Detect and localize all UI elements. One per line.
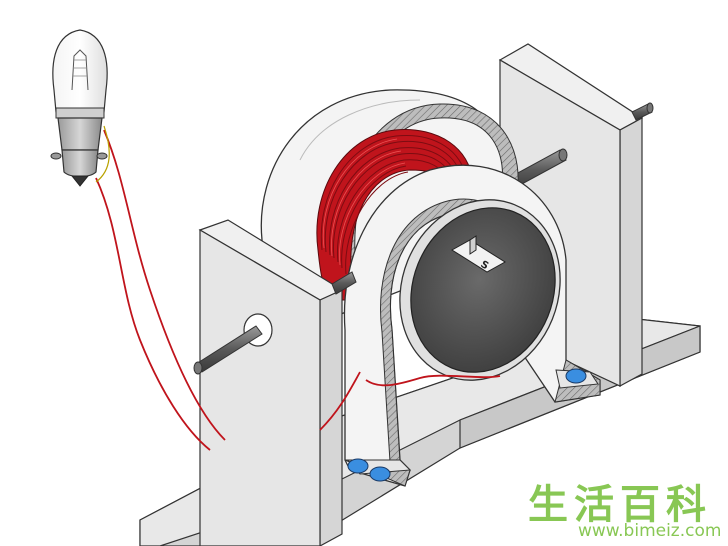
watermark-logo-char-1: 生 xyxy=(528,482,568,528)
light-bulb xyxy=(51,30,107,186)
watermark: 生 活 百 科 www.bimeiz.com xyxy=(528,482,721,541)
watermark-url: www.bimeiz.com xyxy=(578,521,721,541)
